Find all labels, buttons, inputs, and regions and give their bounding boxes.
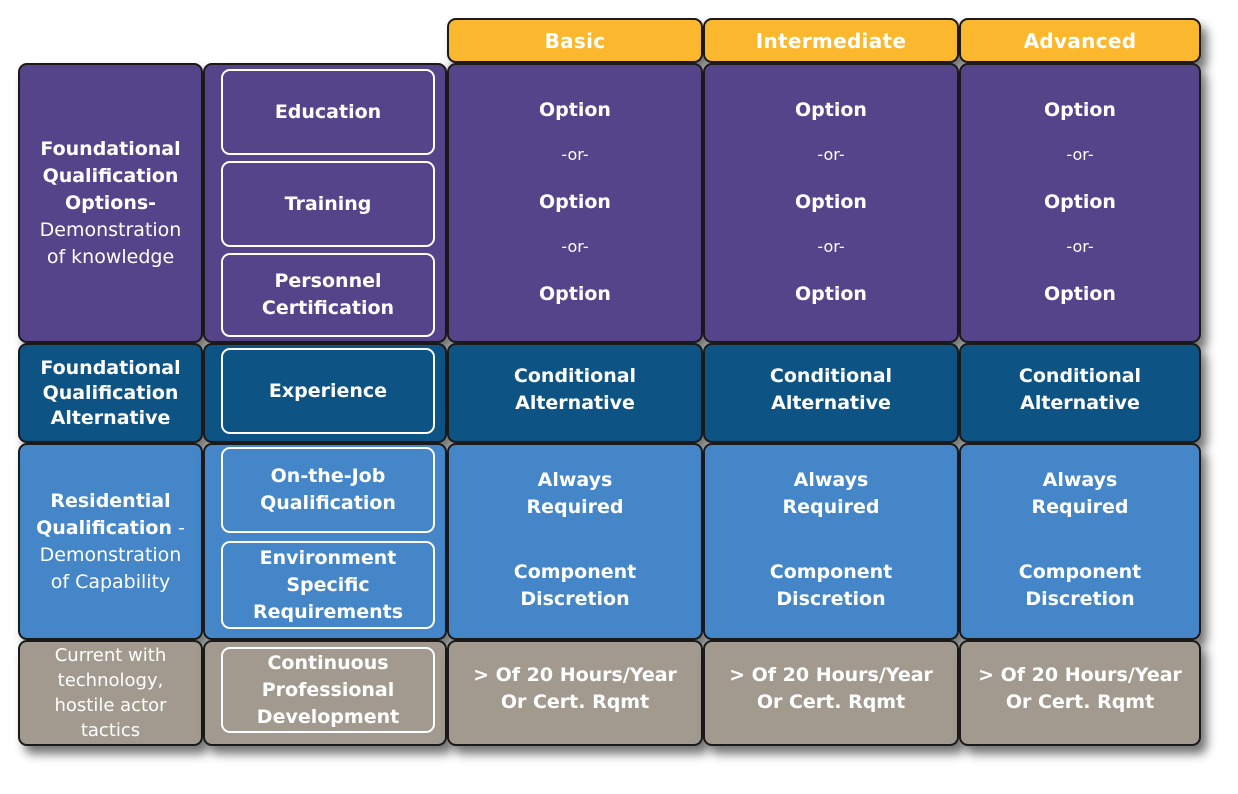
row-label-normal-line: of knowledge [46, 245, 175, 268]
hours-requirement-text: > Of 20 Hours/Year Or Cert. Rqmt [729, 664, 933, 713]
option-text: Option [539, 191, 611, 213]
or-text: -or- [1066, 237, 1094, 256]
cell-options-intermediate: Option -or- Option -or- Option [703, 63, 959, 343]
row-label-separator: - [171, 516, 185, 539]
subcategory-on-the-job-qualification: On-the-Job Qualification [221, 447, 435, 533]
header-advanced: Advanced [959, 18, 1201, 63]
subcategory-label: On-the-Job Qualification [260, 465, 396, 514]
row-subcategory-group-current: Continuous Professional Development [203, 640, 447, 746]
header-label: Intermediate [755, 28, 907, 53]
component-discretion-text: Component Discretion [513, 561, 637, 610]
subcategory-continuous-professional-development: Continuous Professional Development [221, 647, 435, 733]
subcategory-personnel-certification: Personnel Certification [221, 253, 435, 337]
or-text: -or- [817, 237, 845, 256]
cell-required-intermediate: Always Required Component Discretion [703, 443, 959, 640]
subcategory-label: Continuous Professional Development [256, 651, 400, 728]
option-text: Option [795, 191, 867, 213]
row-label-bold-line: Options- [64, 191, 157, 214]
subcategory-label: Training [284, 192, 372, 215]
option-text: Option [1044, 191, 1116, 213]
option-text: Option [539, 283, 611, 305]
header-basic: Basic [447, 18, 703, 63]
hours-requirement-text: > Of 20 Hours/Year Or Cert. Rqmt [473, 664, 677, 713]
cell-options-advanced: Option -or- Option -or- Option [959, 63, 1201, 343]
subcategory-education: Education [221, 69, 435, 155]
row-label-foundational-alternative: Foundational Qualification Alternative [18, 343, 203, 443]
option-text: Option [1044, 283, 1116, 305]
row-subcategory-group-foundational: Education Training Personnel Certificati… [203, 63, 447, 343]
header-label: Advanced [1023, 28, 1137, 53]
row-label-foundational-options: Foundational Qualification Options- Demo… [18, 63, 203, 343]
always-required-text: Always Required [526, 469, 624, 518]
row-label-current-with-technology: Current with technology, hostile actor t… [18, 640, 203, 746]
row-label-residential-qualification: Residential Qualification - Demonstratio… [18, 443, 203, 640]
component-discretion-text: Component Discretion [769, 561, 893, 610]
subcategory-experience: Experience [221, 348, 435, 434]
cell-required-basic: Always Required Component Discretion [447, 443, 703, 640]
option-text: Option [1044, 99, 1116, 121]
or-text: -or- [817, 145, 845, 164]
cell-conditional-basic: Conditional Alternative [447, 343, 703, 443]
or-text: -or- [561, 237, 589, 256]
subcategory-label: Education [274, 100, 382, 123]
cell-hours-intermediate: > Of 20 Hours/Year Or Cert. Rqmt [703, 640, 959, 746]
always-required-text: Always Required [782, 469, 880, 518]
cell-conditional-advanced: Conditional Alternative [959, 343, 1201, 443]
option-text: Option [539, 99, 611, 121]
row-label-heading: Residential Qualification - [31, 488, 191, 542]
subcategory-label: Environment Specific Requirements [253, 546, 404, 623]
cell-hours-advanced: > Of 20 Hours/Year Or Cert. Rqmt [959, 640, 1201, 746]
or-text: -or- [1066, 145, 1094, 164]
row-label-normal-line: Demonstration [39, 218, 182, 241]
always-required-text: Always Required [1031, 469, 1129, 518]
subcategory-training: Training [221, 161, 435, 247]
subcategory-label: Personnel Certification [261, 270, 395, 319]
option-text: Option [795, 99, 867, 121]
conditional-alternative-text: Conditional Alternative [1018, 365, 1142, 414]
conditional-alternative-text: Conditional Alternative [513, 365, 637, 414]
option-text: Option [795, 283, 867, 305]
cell-hours-basic: > Of 20 Hours/Year Or Cert. Rqmt [447, 640, 703, 746]
row-subcategory-group-residential: On-the-Job Qualification Environment Spe… [203, 443, 447, 640]
cell-required-advanced: Always Required Component Discretion [959, 443, 1201, 640]
cell-options-basic: Option -or- Option -or- Option [447, 63, 703, 343]
row-label-normal: Demonstration of Capability [39, 543, 182, 593]
row-subcategory-group-alternative: Experience [203, 343, 447, 443]
subcategory-environment-specific-requirements: Environment Specific Requirements [221, 541, 435, 629]
row-label-bold-line: Qualification [42, 164, 179, 187]
cell-conditional-intermediate: Conditional Alternative [703, 343, 959, 443]
hours-requirement-text: > Of 20 Hours/Year Or Cert. Rqmt [978, 664, 1182, 713]
or-text: -or- [561, 145, 589, 164]
header-intermediate: Intermediate [703, 18, 959, 63]
component-discretion-text: Component Discretion [1018, 561, 1142, 610]
row-label-text: Current with technology, hostile actor t… [54, 645, 167, 741]
row-label-bold: Residential Qualification [36, 489, 172, 539]
conditional-alternative-text: Conditional Alternative [769, 365, 893, 414]
header-label: Basic [544, 28, 606, 53]
row-label-text: Foundational Qualification Alternative [40, 356, 181, 429]
subcategory-label: Experience [268, 379, 388, 402]
row-label-bold-line: Foundational [40, 137, 181, 160]
